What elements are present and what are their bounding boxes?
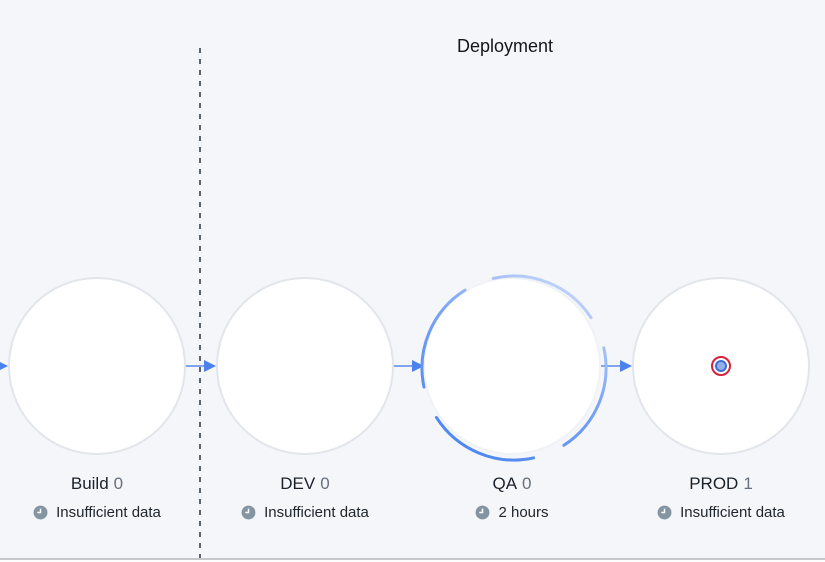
deployment-dot-icon — [715, 360, 727, 372]
stage-duration: Insufficient data — [8, 504, 186, 521]
clock-icon — [33, 505, 48, 520]
stage-duration: Insufficient data — [632, 504, 810, 521]
active-stage-arc-icon — [420, 274, 608, 462]
stage-name: Build — [70, 474, 109, 493]
stage-name: PROD — [689, 474, 739, 493]
stage-count: 0 — [113, 474, 124, 493]
bottom-border-line — [0, 558, 825, 560]
bottom-gutter — [0, 560, 825, 562]
phase-separator-dashed-line — [199, 48, 201, 560]
stage-duration-text: 2 hours — [498, 504, 549, 521]
stage-duration: 2 hours — [423, 504, 601, 521]
stage-count: 0 — [320, 474, 330, 493]
stage-duration: Insufficient data — [216, 504, 394, 521]
stage-duration-text: Insufficient data — [680, 504, 785, 521]
stage-circle-prod[interactable] — [632, 277, 810, 455]
stage-count: 0 — [522, 474, 532, 493]
stage-circle-dev[interactable] — [216, 277, 394, 455]
arrow-right-icon — [598, 360, 632, 372]
stage-circle-qa[interactable] — [420, 274, 608, 462]
stage-name: DEV — [280, 474, 316, 493]
arrow-right-icon — [0, 362, 8, 370]
stage-duration-text: Insufficient data — [264, 504, 369, 521]
stage-circle-build[interactable] — [8, 277, 186, 455]
deployment-target-icon[interactable] — [711, 356, 731, 376]
arrow-right-icon — [182, 360, 216, 372]
stage-duration-text: Insufficient data — [56, 504, 161, 521]
clock-icon — [657, 505, 672, 520]
stage-count: 1 — [743, 474, 753, 493]
page-title: Deployment — [456, 36, 554, 56]
clock-icon — [476, 505, 490, 520]
arrow-right-icon — [390, 360, 424, 372]
stage-name: QA — [492, 474, 518, 493]
clock-icon — [241, 505, 256, 520]
